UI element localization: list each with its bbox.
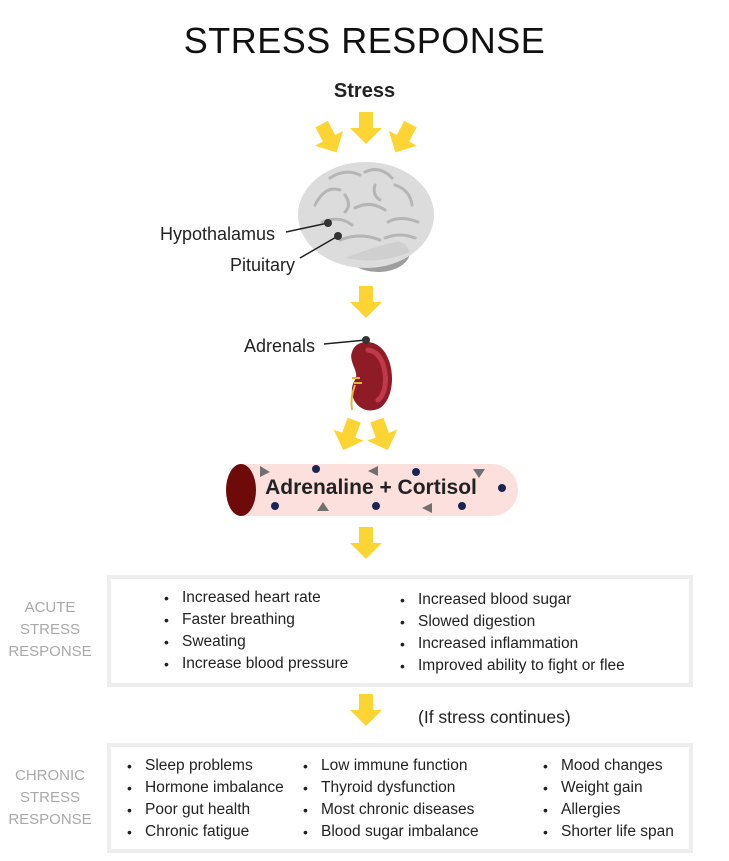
chronic-stress-response-label: CHRONIC STRESS RESPONSE <box>0 765 100 831</box>
list-item: Allergies <box>541 799 674 821</box>
chronic-response-box: Sleep problems Hormone imbalance Poor gu… <box>107 743 693 853</box>
adrenals-label: Adrenals <box>244 336 316 356</box>
acute-response-box: Increased heart rate Faster breathing Sw… <box>107 575 693 687</box>
list-item: Hormone imbalance <box>125 777 284 799</box>
list-item: Thyroid dysfunction <box>301 777 479 799</box>
vessel-label: Adrenaline + Cortisol <box>265 476 477 499</box>
chronic-list-col1: Sleep problems Hormone imbalance Poor gu… <box>125 755 284 843</box>
chronic-list-col3: Mood changes Weight gain Allergies Short… <box>541 755 674 843</box>
acute-list-right: Increased blood sugar Slowed digestion I… <box>398 589 625 677</box>
list-item: Chronic fatigue <box>125 821 284 843</box>
label-line: ACUTE <box>24 599 76 616</box>
stress-diagram <box>226 112 518 559</box>
pituitary-label: Pituitary <box>230 255 296 275</box>
hypothalamus-pointer <box>285 219 332 233</box>
hypothalamus-label: Hypothalamus <box>160 224 276 244</box>
label-line: CHRONIC <box>15 767 85 784</box>
label-line: RESPONSE <box>8 643 92 660</box>
list-item: Sweating <box>162 631 348 653</box>
acute-stress-response-label: ACUTE STRESS RESPONSE <box>0 597 100 663</box>
label-line: STRESS <box>19 621 80 638</box>
down-arrow-icon <box>350 286 382 318</box>
list-item: Low immune function <box>301 755 479 777</box>
list-item: Faster breathing <box>162 609 348 631</box>
list-item: Blood sugar imbalance <box>301 821 479 843</box>
down-arrow-icon <box>307 116 351 160</box>
list-item: Mood changes <box>541 755 674 777</box>
down-arrow-icon <box>350 112 382 144</box>
if-stress-continues-label: (If stress continues) <box>418 707 571 727</box>
list-item: Weight gain <box>541 777 674 799</box>
down-arrow-icon <box>361 414 403 456</box>
list-item: Increase blood pressure <box>162 653 348 675</box>
down-arrow-icon <box>350 527 382 559</box>
list-item: Shorter life span <box>541 821 674 843</box>
list-item: Poor gut health <box>125 799 284 821</box>
page-title: STRESS RESPONSE <box>183 20 546 61</box>
label-line: RESPONSE <box>8 811 92 828</box>
brain-icon <box>298 162 434 272</box>
pituitary-pointer <box>299 232 342 259</box>
list-item: Increased blood sugar <box>398 589 625 611</box>
list-item: Increased heart rate <box>162 587 348 609</box>
stress-label: Stress <box>333 80 396 102</box>
blood-vessel-icon <box>226 464 518 516</box>
list-item: Sleep problems <box>125 755 284 777</box>
label-line: STRESS <box>19 789 80 806</box>
adrenals-pointer <box>323 336 370 345</box>
list-item: Increased inflammation <box>398 633 625 655</box>
chronic-list-col2: Low immune function Thyroid dysfunction … <box>301 755 479 843</box>
list-item: Most chronic diseases <box>301 799 479 821</box>
acute-list-left: Increased heart rate Faster breathing Sw… <box>162 587 348 675</box>
down-arrow-icon <box>381 116 425 160</box>
down-arrow-icon <box>328 414 370 456</box>
list-item: Slowed digestion <box>398 611 625 633</box>
kidney-icon <box>350 341 392 411</box>
list-item: Improved ability to fight or flee <box>398 655 625 677</box>
down-arrow-icon <box>350 694 382 726</box>
